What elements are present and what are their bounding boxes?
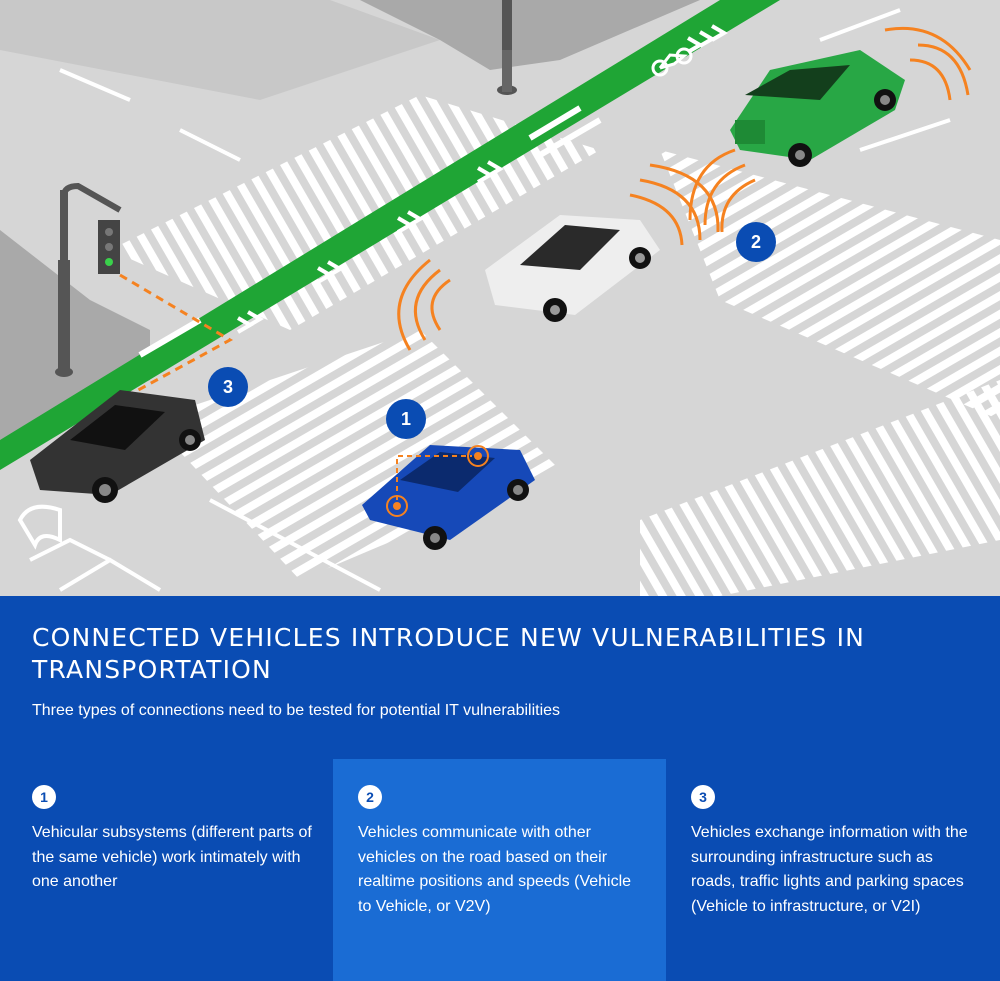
- bicycle-icon: [651, 47, 693, 77]
- crosswalk-bottom-right: [640, 380, 1000, 596]
- number-badge: 2: [358, 785, 382, 809]
- intersection-illustration: 1 2 3: [0, 0, 1000, 596]
- crosswalk-right: [660, 150, 1000, 420]
- lane-markings: [17, 8, 951, 592]
- panel-v2i: 3 Vehicles exchange information with the…: [666, 759, 1000, 981]
- panel-description: Vehicles exchange information with the s…: [691, 824, 968, 915]
- dark-car: [30, 390, 205, 503]
- green-car: [730, 50, 905, 167]
- panel-v2v: 2 Vehicles communicate with other vehicl…: [333, 759, 666, 981]
- page-subtitle: Three types of connections need to be te…: [32, 702, 561, 719]
- blue-car: [362, 445, 535, 550]
- svg-text:3: 3: [223, 377, 233, 397]
- marker-2: 2: [736, 222, 776, 262]
- bike-lane-dashes: [138, 105, 602, 358]
- traffic-light: [55, 182, 122, 377]
- panel-description: Vehicles communicate with other vehicles…: [358, 824, 632, 915]
- svg-text:2: 2: [751, 232, 761, 252]
- bike-lane: [0, 0, 780, 470]
- sidewalk-corner: [360, 0, 700, 70]
- marker-1: 1: [386, 399, 426, 439]
- number-badge: 1: [32, 785, 56, 809]
- crosswalk-bottom: [150, 330, 560, 580]
- number-badge: 3: [691, 785, 715, 809]
- v2i-link: [119, 273, 234, 402]
- white-car: [485, 215, 660, 322]
- sidewalk-top: [0, 0, 440, 100]
- header-band: [0, 596, 1000, 759]
- signal-waves: [397, 26, 972, 351]
- marker-3: 3: [208, 367, 248, 407]
- panel-vehicle-subsystems: 1 Vehicular subsystems (different parts …: [0, 759, 333, 981]
- svg-text:1: 1: [401, 409, 411, 429]
- lamp-pole: [497, 0, 517, 95]
- panel-description: Vehicular subsystems (different parts of…: [32, 824, 312, 890]
- bike-lane-chevrons: [236, 24, 728, 334]
- page-title: CONNECTED VEHICLES INTRODUCE NEW VULNERA…: [32, 623, 866, 684]
